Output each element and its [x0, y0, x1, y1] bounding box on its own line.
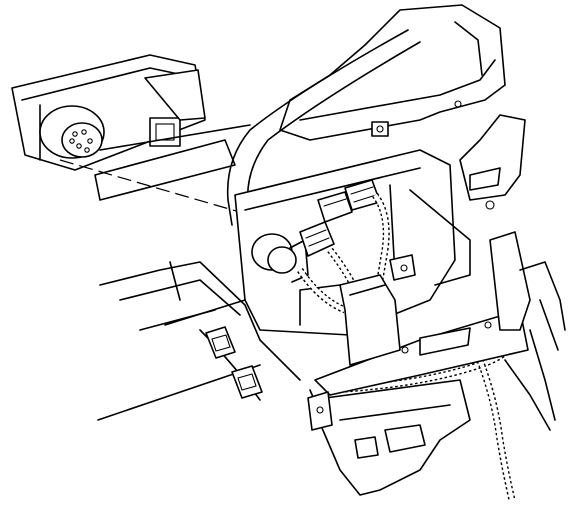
switch-lower — [231, 365, 263, 399]
dash-screw — [454, 100, 462, 108]
column-end-connector — [39, 105, 105, 159]
right-side-structure — [504, 261, 566, 431]
harness-clip — [389, 254, 416, 281]
ignition-switch-assembly — [251, 233, 309, 283]
shaft-block — [149, 117, 181, 147]
dash-edge-curve — [226, 29, 409, 226]
hazard-switches — [205, 326, 263, 399]
bracket-slot — [419, 327, 471, 356]
column-support-bracket — [314, 231, 531, 396]
dash-panel — [279, 4, 526, 210]
lower-knee-bolster — [309, 379, 471, 496]
mounting-tab — [307, 391, 333, 431]
column-wiring-connectors — [299, 179, 381, 257]
switch-upper — [205, 326, 236, 359]
column-housing — [234, 149, 471, 336]
dash-fastener — [371, 121, 389, 137]
